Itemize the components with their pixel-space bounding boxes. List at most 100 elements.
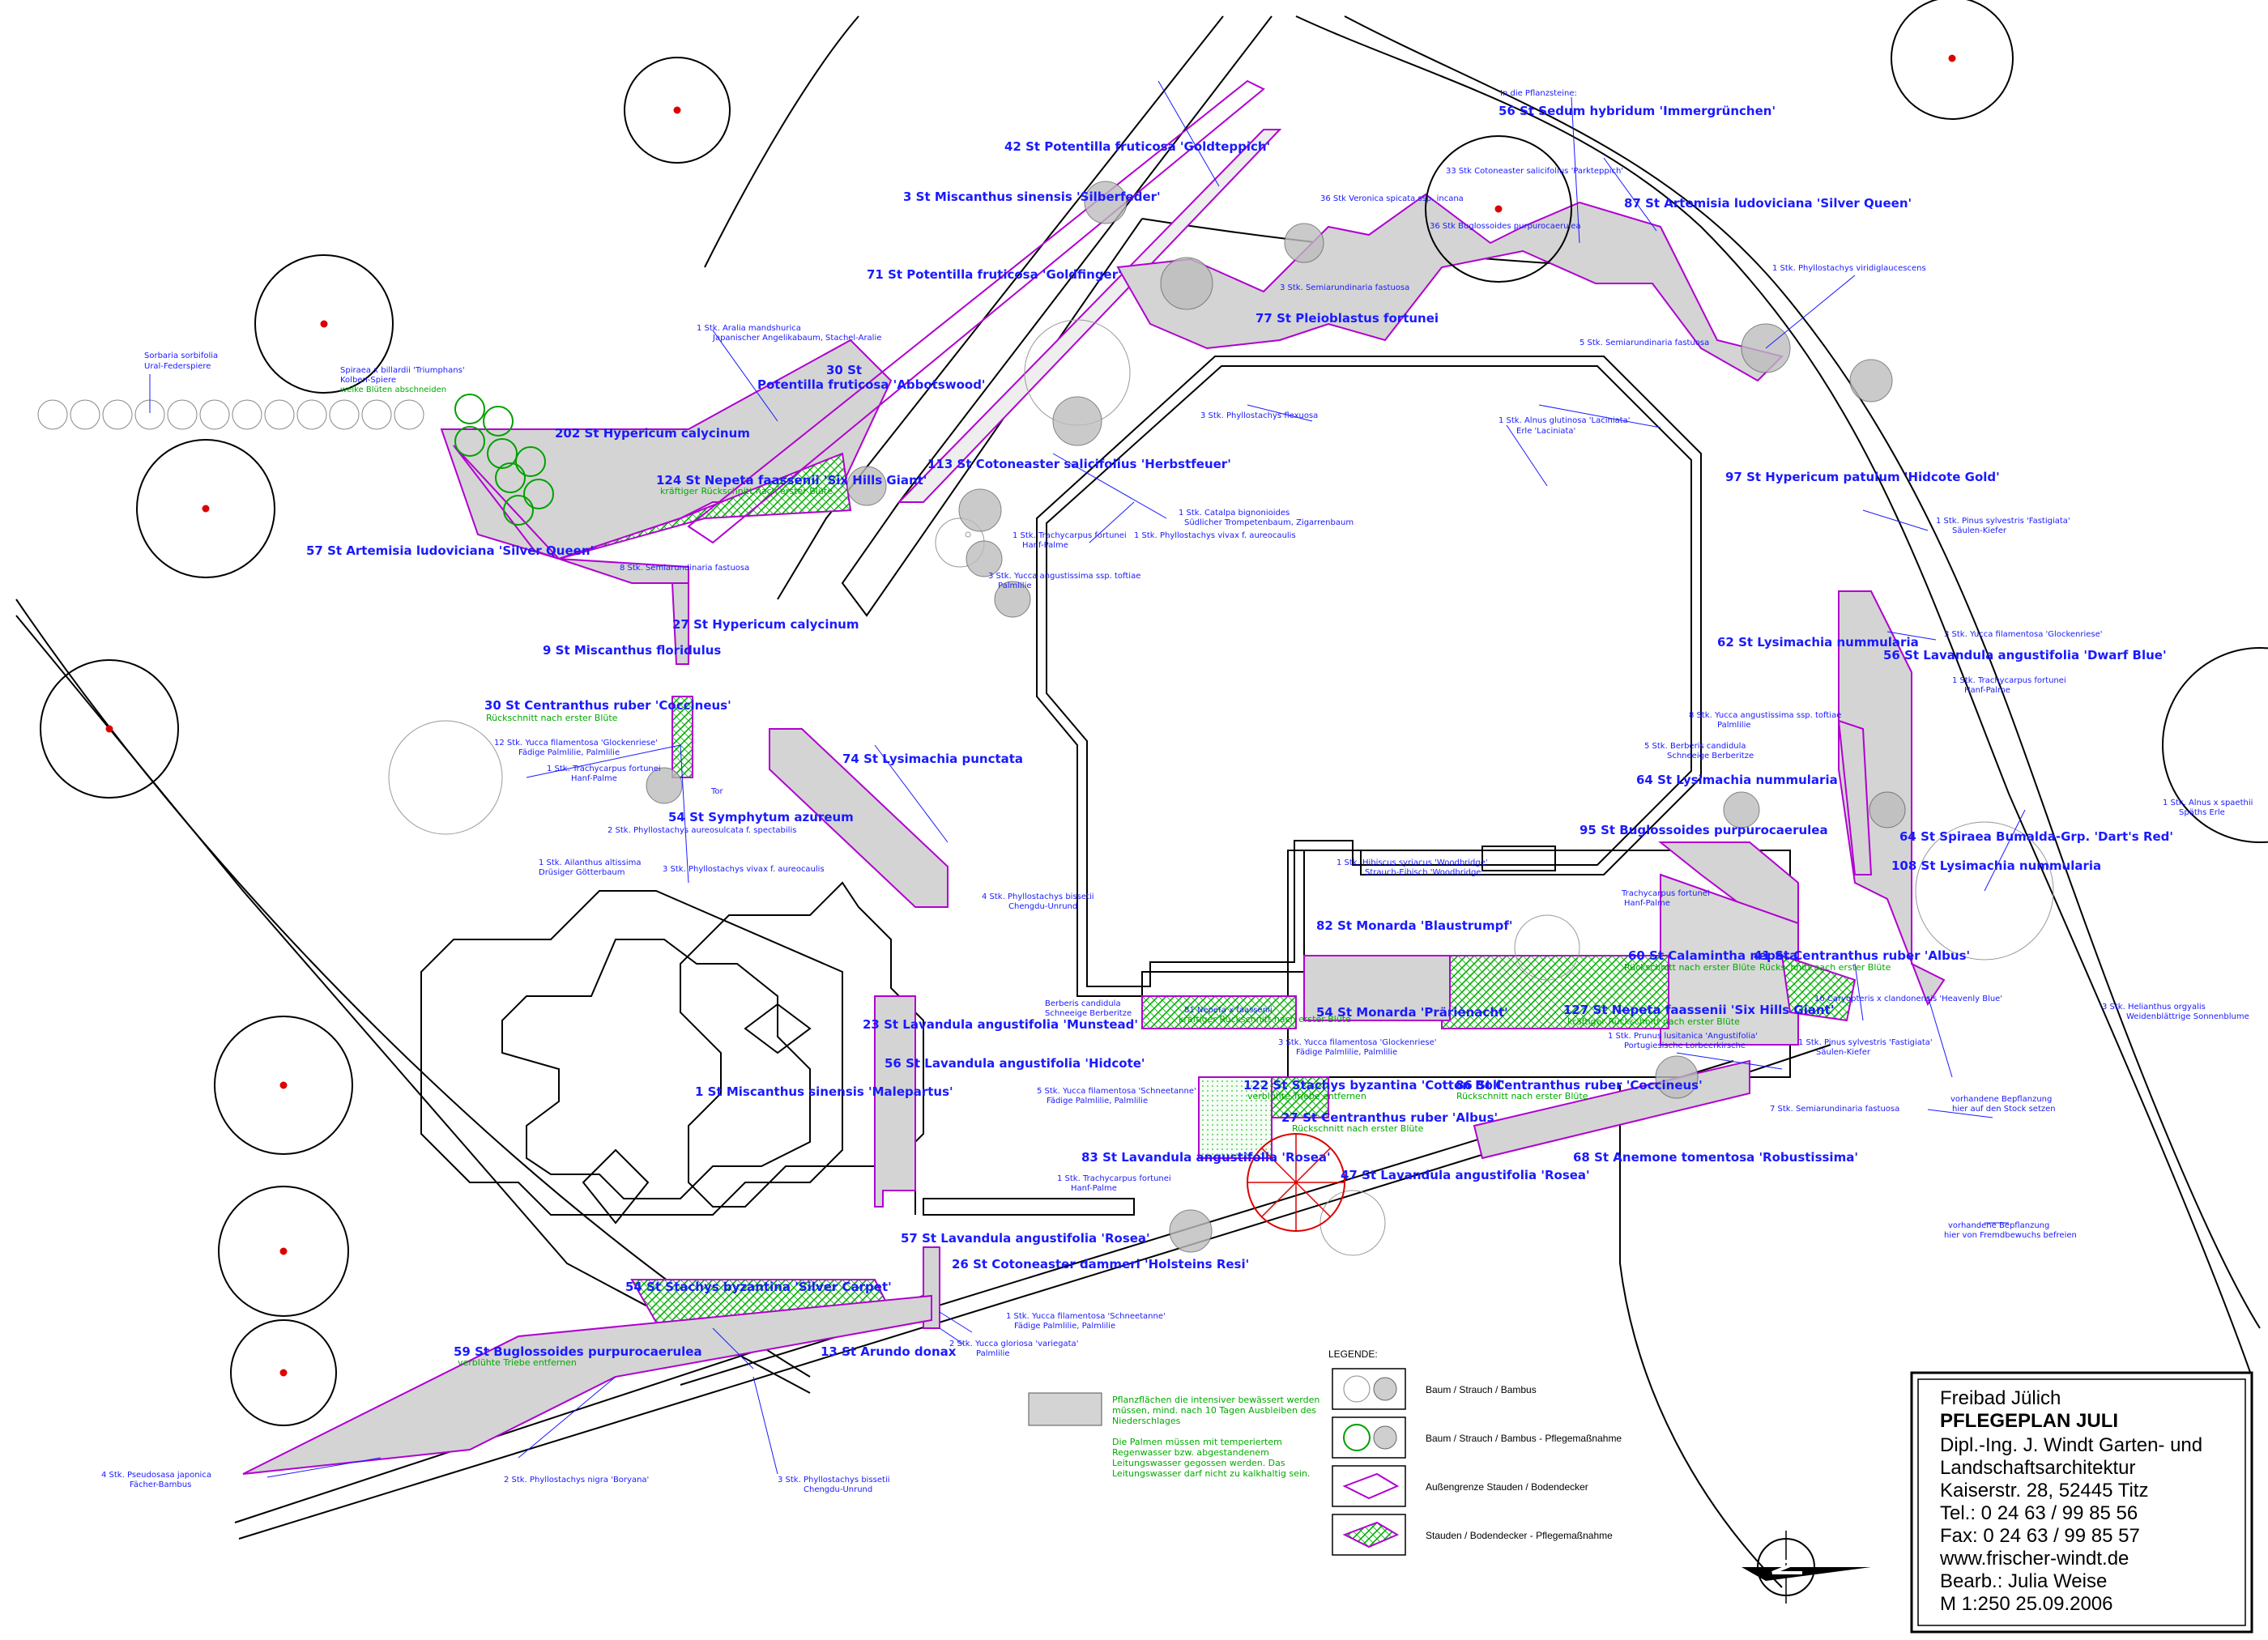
tree-note: vorhandene Bepflanzung xyxy=(1948,1221,2049,1230)
plant-label: 41 St Centranthus ruber 'Albus' xyxy=(1754,948,1970,963)
tree-note: Sorbaria sorbifolia xyxy=(144,351,218,360)
tree-note: Ural-Federspiere xyxy=(144,362,211,371)
tree-note: Säulen-Kiefer xyxy=(1952,526,2007,535)
tree-note: 1 Stk. Ailanthus altissima xyxy=(539,858,641,867)
tree-note: Portugiesische Lorbeerkirsche xyxy=(1624,1042,1746,1050)
tree-note: hier von Fremdbewuchs befreien xyxy=(1944,1231,2077,1240)
tree-note: Tor xyxy=(710,787,724,796)
plant-label: 54 St Stachys byzantina 'Silver Carpet' xyxy=(625,1280,892,1294)
care-note: Rückschnitt nach erster Blüte xyxy=(1759,962,1891,973)
care-note: kräftiger Rückschnitt nach erster Blüte xyxy=(1567,1016,1740,1027)
plant-label: 95 St Buglossoides purpurocaerulea xyxy=(1580,823,1828,837)
plant-label: 59 St Buglossoides purpurocaerulea xyxy=(454,1344,702,1359)
tree-note: 3 Stk. Helianthus orgyalis xyxy=(2102,1003,2206,1012)
tree-note: 3 Stk. Semiarundinaria fastuosa xyxy=(1280,283,1409,292)
plant-labels: 42 St Potentilla fruticosa 'Goldteppich'… xyxy=(306,104,2173,1359)
notes-box: Pflanzflächen die intensiver bewässert w… xyxy=(1028,1392,1319,1479)
tree-note: Fächer-Bambus xyxy=(130,1480,191,1489)
plant-label: 122 St Stachys byzantina 'Cotton Boll' xyxy=(1243,1078,1505,1093)
plant-label: 1 St Miscanthus sinensis 'Malepartus' xyxy=(695,1084,953,1099)
plant-label: 47 St Lavandula angustifolia 'Rosea' xyxy=(1341,1168,1590,1182)
plant-label: 57 St Lavandula angustifolia 'Rosea' xyxy=(901,1231,1150,1246)
tree-note: 12 Stk. Yucca filamentosa 'Glockenriese' xyxy=(494,739,658,748)
title-line: Bearb.: Julia Weise xyxy=(1940,1570,2107,1592)
care-notes: kräftiger Rückschnitt nach erster Blüte … xyxy=(458,486,1891,1368)
tree-note: Erle 'Laciniata' xyxy=(1516,427,1575,436)
plant-label: 26 St Cotoneaster dammeri 'Holsteins Res… xyxy=(952,1257,1249,1272)
plant-label: Potentilla fruticosa 'Abbotswood' xyxy=(757,377,986,392)
legend: LEGENDE: Baum / Strauch / Bambus Baum / … xyxy=(1328,1348,1622,1556)
tree-note: 8 Stk. Semiarundinaria fastuosa xyxy=(620,564,749,573)
tree-note: 1 Stk. Trachycarpus fortunei xyxy=(547,765,661,773)
tree-note: 36 Stk Veronica spicata ssp. incana xyxy=(1320,194,1464,203)
tree-note: 1 Stk. Pinus sylvestris 'Fastigiata' xyxy=(1798,1038,1933,1047)
plant-label: 30 St Centranthus ruber 'Coccineus' xyxy=(484,698,731,713)
care-note: Rückschnitt nach erster Blüte xyxy=(1292,1123,1424,1134)
tree-note: 5 Stk. Semiarundinaria fastuosa xyxy=(1580,339,1709,347)
legend-title: LEGENDE: xyxy=(1328,1348,1378,1360)
tree-note: Südlicher Trompetenbaum, Zigarrenbaum xyxy=(1184,518,1354,527)
care-note: Rückschnitt nach erster Blüte xyxy=(486,713,618,723)
notes-line: Leitungswasser darf nicht zu kalkhaltig … xyxy=(1112,1468,1310,1479)
plant-label: 97 St Hypericum patulum 'Hidcote Gold' xyxy=(1725,470,2000,484)
notes-line: müssen, mind. nach 10 Tagen Ausbleiben d… xyxy=(1112,1405,1316,1416)
tree-note: 1 Stk. Trachycarpus fortunei xyxy=(1952,676,2066,685)
title-block: Freibad Jülich PFLEGEPLAN JULI Dipl.-Ing… xyxy=(1910,1371,2253,1634)
title-line: Tel.: 0 24 63 / 99 85 56 xyxy=(1940,1502,2138,1524)
tree-note: 3 Stk. Phyllostachys vivax f. aureocauli… xyxy=(663,865,825,874)
plant-label: 202 St Hypericum calycinum xyxy=(555,426,750,441)
tree-note: 36 Stk Buglossoides purpurocaerulea xyxy=(1430,222,1581,231)
plant-label: 54 St Symphytum azureum xyxy=(668,810,854,824)
tree-note: Kolben-Spiere xyxy=(340,376,396,385)
tree-note: Spiraea x billardii 'Triumphans' xyxy=(340,366,465,375)
trees xyxy=(37,0,2268,1426)
tree-note: Palmlilie xyxy=(1717,721,1751,730)
plant-label: 27 St Centranthus ruber 'Albus' xyxy=(1281,1110,1498,1125)
north-arrow-icon xyxy=(1742,1531,1871,1604)
plant-label: 9 St Miscanthus floridulus xyxy=(543,643,721,658)
tree-note: Hanf-Palme xyxy=(1022,541,1068,550)
notes-line: Pflanzflächen die intensiver bewässert w… xyxy=(1112,1395,1319,1405)
site-boundaries xyxy=(15,15,2261,1588)
tree-note: 1 Stk. Yucca filamentosa 'Schneetanne' xyxy=(1006,1312,1166,1321)
title-line: M 1:250 25.09.2006 xyxy=(1940,1593,2113,1615)
tree-note: hier auf den Stock setzen xyxy=(1952,1105,2056,1114)
tree-note: Chengdu-Unrund xyxy=(804,1485,872,1494)
tree-note: Hanf-Palme xyxy=(1071,1184,1117,1193)
tree-note: 1 Stk. Pinus sylvestris 'Fastigiata' xyxy=(1936,517,2070,526)
tree-note: 5 Stk. Berberis candidula xyxy=(1644,742,1746,751)
title-line: Freibad Jülich xyxy=(1940,1387,2061,1409)
plant-label: 64 St Spiraea Bumalda-Grp. 'Dart's Red' xyxy=(1899,829,2173,844)
plant-label: 87 St Artemisia ludoviciana 'Silver Quee… xyxy=(1624,196,1912,211)
title-line: Kaiserstr. 28, 52445 Titz xyxy=(1940,1480,2148,1502)
tree-note: 3 Stk. Yucca angustissima ssp. toftiae xyxy=(988,572,1140,581)
tree-note: 81 Nepeta x faassenii xyxy=(1184,1006,1273,1015)
title-line: Dipl.-Ing. J. Windt Garten- und xyxy=(1940,1434,2202,1456)
tree-note: 1 Stk. Phyllostachys vivax f. aureocauli… xyxy=(1134,531,1296,540)
tree-note: Weidenblättrige Sonnenblume xyxy=(2126,1012,2249,1021)
tree-note: 5 Stk. Yucca filamentosa 'Schneetanne' xyxy=(1037,1087,1196,1096)
tree-note: 2 Stk. Phyllostachys nigra 'Boryana' xyxy=(504,1476,649,1485)
tree-note: 16 Caryopteris x clandonensis 'Heavenly … xyxy=(1814,995,2002,1003)
plant-label: 3 St Miscanthus sinensis 'Silberfeder' xyxy=(903,190,1161,204)
legend-item-label: Stauden / Bodendecker - Pflegemaßnahme xyxy=(1426,1530,1613,1541)
plant-label: 30 St xyxy=(826,363,862,377)
tree-note: 2 Stk. Phyllostachys aureosulcata f. spe… xyxy=(608,826,796,835)
leader-lines xyxy=(149,80,2026,1478)
tree-note: Chengdu-Unrund xyxy=(1008,902,1077,911)
tree-note: Palmlilie xyxy=(998,581,1032,590)
tree-note: Hanf-Palme xyxy=(1624,899,1670,908)
plant-label: 62 St Lysimachia nummularia xyxy=(1717,635,1919,650)
care-note: verblühte Triebe entfernen xyxy=(1247,1091,1366,1101)
tree-note: 3 Stk. Phyllostachys bissetii xyxy=(778,1476,890,1485)
plant-label: 56 St Lavandula angustifolia 'Dwarf Blue… xyxy=(1883,648,2167,662)
tree-note: 3 Stk. Phyllostachys flexuosa xyxy=(1200,411,1318,420)
tree-note: Trachycarpus fortunei xyxy=(1621,889,1710,898)
plant-label: 124 St Nepeta faassenii 'Six Hills Giant… xyxy=(656,473,927,488)
care-note: Rückschnitt nach erster Blüte xyxy=(1624,962,1756,973)
plant-label: 56 St Sedum hybridum 'Immergrünchen' xyxy=(1498,104,1776,118)
plant-label: 42 St Potentilla fruticosa 'Goldteppich' xyxy=(1004,139,1270,154)
plant-label: 56 St Lavandula angustifolia 'Hidcote' xyxy=(885,1056,1145,1071)
tree-note: 4 Stk. Pseudosasa japonica xyxy=(101,1471,211,1480)
